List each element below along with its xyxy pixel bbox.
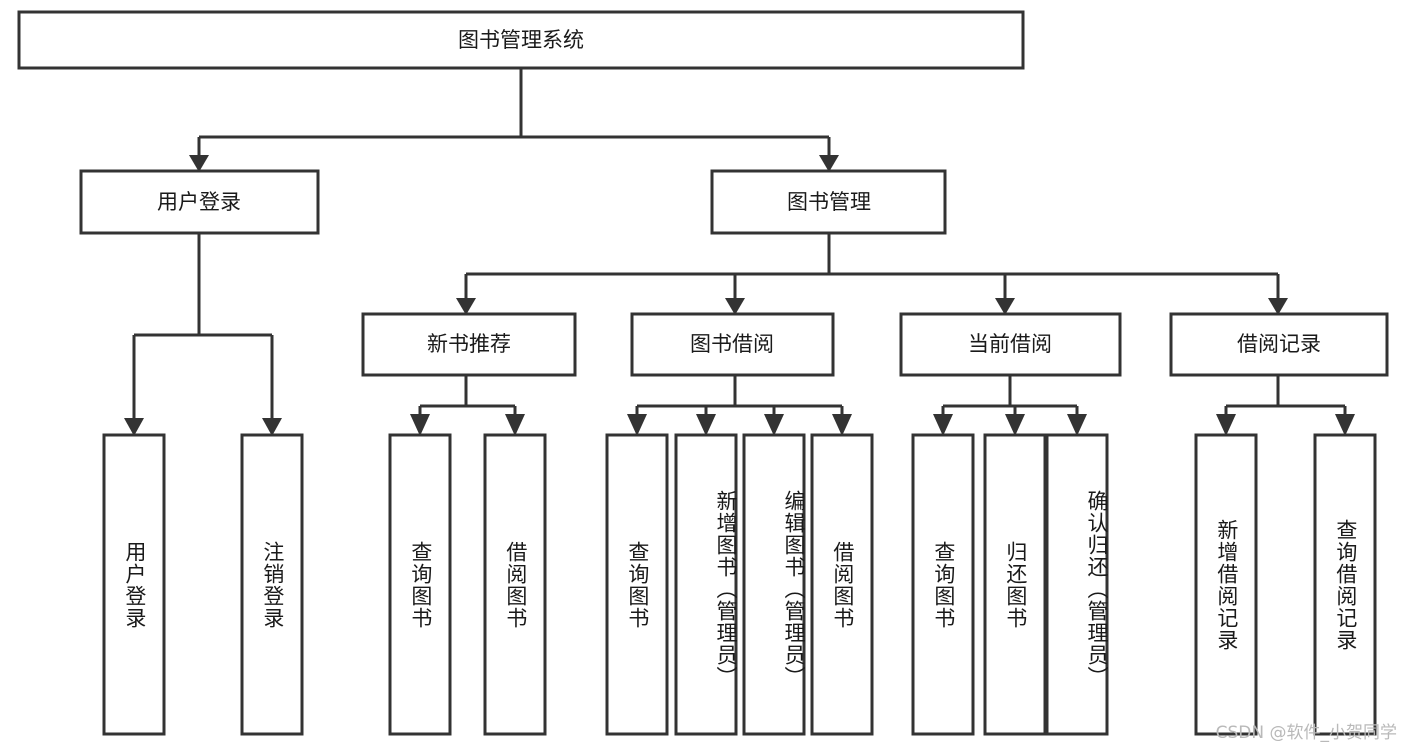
arrow-borrow-record — [1268, 298, 1288, 315]
arrow-leaf-query-book-2 — [627, 414, 647, 436]
leaf-confirm-return-rect[interactable] — [1045, 433, 1109, 736]
connectors-book-manage-to-level3 — [456, 233, 1288, 315]
arrow-leaf-query-book-3 — [933, 414, 953, 436]
connectors-user-login-to-leaves — [124, 233, 282, 436]
arrow-leaf-edit-book — [764, 414, 784, 436]
arrow-leaf-add-record — [1216, 414, 1236, 436]
leaf-query-book-3-rect[interactable] — [911, 433, 975, 736]
node-book-manage-label: 图书管理 — [787, 190, 871, 214]
connectors-current-borrow-to-leaves — [933, 375, 1087, 436]
leaf-add-record-rect[interactable] — [1194, 433, 1258, 736]
arrow-current-borrow — [995, 298, 1015, 315]
node-new-book-rec-label: 新书推荐 — [427, 332, 511, 356]
arrow-leaf-borrow-book-2 — [832, 414, 852, 436]
arrow-leaf-add-book — [696, 414, 716, 436]
leaf-add-book-rect[interactable] — [674, 433, 738, 736]
node-borrow-record-label: 借阅记录 — [1237, 332, 1321, 356]
node-borrow-record-rect[interactable] — [1169, 312, 1389, 377]
connectors-root-to-level2 — [189, 68, 839, 172]
node-current-borrow[interactable]: 当前借阅 — [899, 312, 1122, 377]
node-book-borrow-rect[interactable] — [630, 312, 835, 377]
node-new-book-rec[interactable]: 新书推荐 — [361, 312, 577, 377]
leaf-return-book-rect[interactable] — [983, 433, 1047, 736]
arrow-leaf-return-book — [1005, 414, 1025, 436]
arrow-leaf-confirm-return — [1067, 414, 1087, 436]
leaf-query-book-2-rect[interactable] — [605, 433, 669, 736]
node-current-borrow-rect[interactable] — [899, 312, 1122, 377]
node-root[interactable]: 图书管理系统 — [17, 10, 1025, 70]
leaf-query-book-1-rect[interactable] — [388, 433, 452, 736]
arrow-leaf-query-record — [1335, 414, 1355, 436]
arrow-leaf-query-book-1 — [410, 414, 430, 436]
connectors-borrow-record-to-leaves — [1216, 375, 1355, 436]
arrow-book-borrow — [725, 298, 745, 315]
leaf-user-logout-rect[interactable] — [240, 433, 304, 736]
node-book-borrow-label: 图书借阅 — [690, 332, 774, 356]
connectors-book-borrow-to-leaves — [627, 375, 852, 436]
watermark-text: CSDN @软件_小贺同学 — [1215, 723, 1397, 743]
arrow-leaf-user-logout — [262, 418, 282, 436]
arrow-new-book-rec — [456, 298, 476, 315]
connectors-new-book-rec-to-leaves — [410, 375, 525, 436]
arrow-book-manage — [819, 155, 839, 172]
node-book-manage-rect[interactable] — [710, 169, 947, 235]
leaf-borrow-book-1-rect[interactable] — [483, 433, 547, 736]
node-user-login[interactable]: 用户登录 — [79, 169, 320, 235]
leaf-rects — [102, 433, 1377, 736]
arrow-leaf-user-login — [124, 418, 144, 436]
node-user-login-rect[interactable] — [79, 169, 320, 235]
node-book-borrow[interactable]: 图书借阅 — [630, 312, 835, 377]
arrow-leaf-borrow-book-1 — [505, 414, 525, 436]
node-user-login-label: 用户登录 — [157, 190, 241, 214]
node-new-book-rec-rect[interactable] — [361, 312, 577, 377]
node-root-label: 图书管理系统 — [458, 28, 584, 52]
leaf-borrow-book-2-rect[interactable] — [810, 433, 874, 736]
node-borrow-record[interactable]: 借阅记录 — [1169, 312, 1389, 377]
node-book-manage[interactable]: 图书管理 — [710, 169, 947, 235]
arrow-user-login — [189, 155, 209, 172]
leaf-edit-book-rect[interactable] — [742, 433, 806, 736]
leaf-query-record-rect[interactable] — [1313, 433, 1377, 736]
node-current-borrow-label: 当前借阅 — [968, 332, 1052, 356]
leaf-user-login-rect[interactable] — [102, 433, 166, 736]
node-root-rect[interactable] — [17, 10, 1025, 70]
